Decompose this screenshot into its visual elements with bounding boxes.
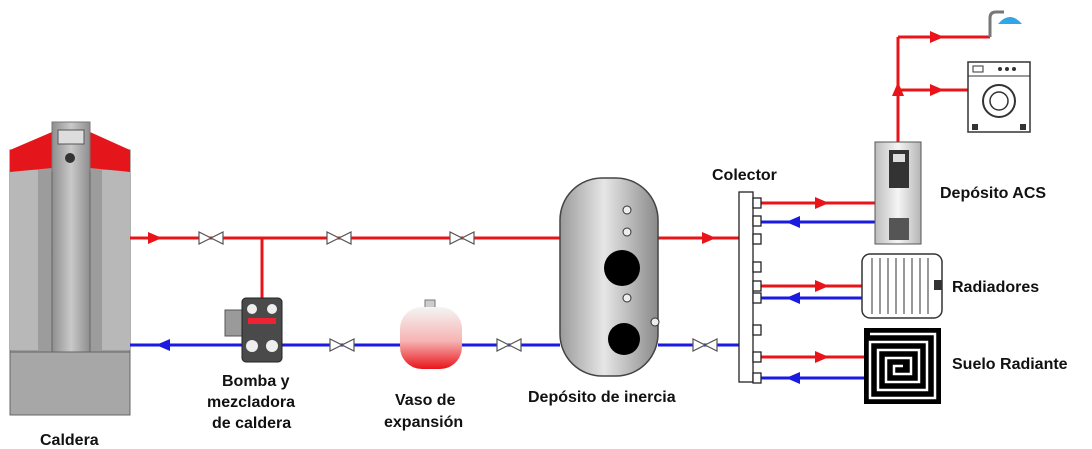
deposito-inercia-label: Depósito de inercia <box>528 389 676 406</box>
radiator-icon <box>861 253 943 319</box>
bomba-label-1: Bomba y <box>222 373 290 390</box>
supply-arrows <box>148 31 944 363</box>
dhw-tank-icon <box>874 141 922 245</box>
shower-icon <box>988 10 1022 37</box>
caldera-label: Caldera <box>40 432 99 449</box>
buffer-tank-icon <box>559 177 660 377</box>
deposito-acs-label: Depósito ACS <box>940 185 1046 202</box>
bomba-label-3: de caldera <box>212 415 291 432</box>
vaso-label-2: expansión <box>384 414 463 431</box>
pump-mixer-icon <box>224 297 283 363</box>
washing-machine-icon <box>967 61 1031 133</box>
bomba-label-2: mezcladora <box>207 394 295 411</box>
expansion-vessel-icon <box>400 299 462 369</box>
suelo-radiante-label: Suelo Radiante <box>952 356 1068 373</box>
return-arrows <box>156 216 800 384</box>
valve-icon <box>198 231 718 352</box>
manifold-icon <box>738 191 762 384</box>
radiadores-label: Radiadores <box>952 279 1039 296</box>
boiler-icon <box>9 121 131 416</box>
colector-label: Colector <box>712 167 777 184</box>
underfloor-heating-icon <box>864 328 941 404</box>
vaso-label-1: Vaso de <box>395 392 456 409</box>
